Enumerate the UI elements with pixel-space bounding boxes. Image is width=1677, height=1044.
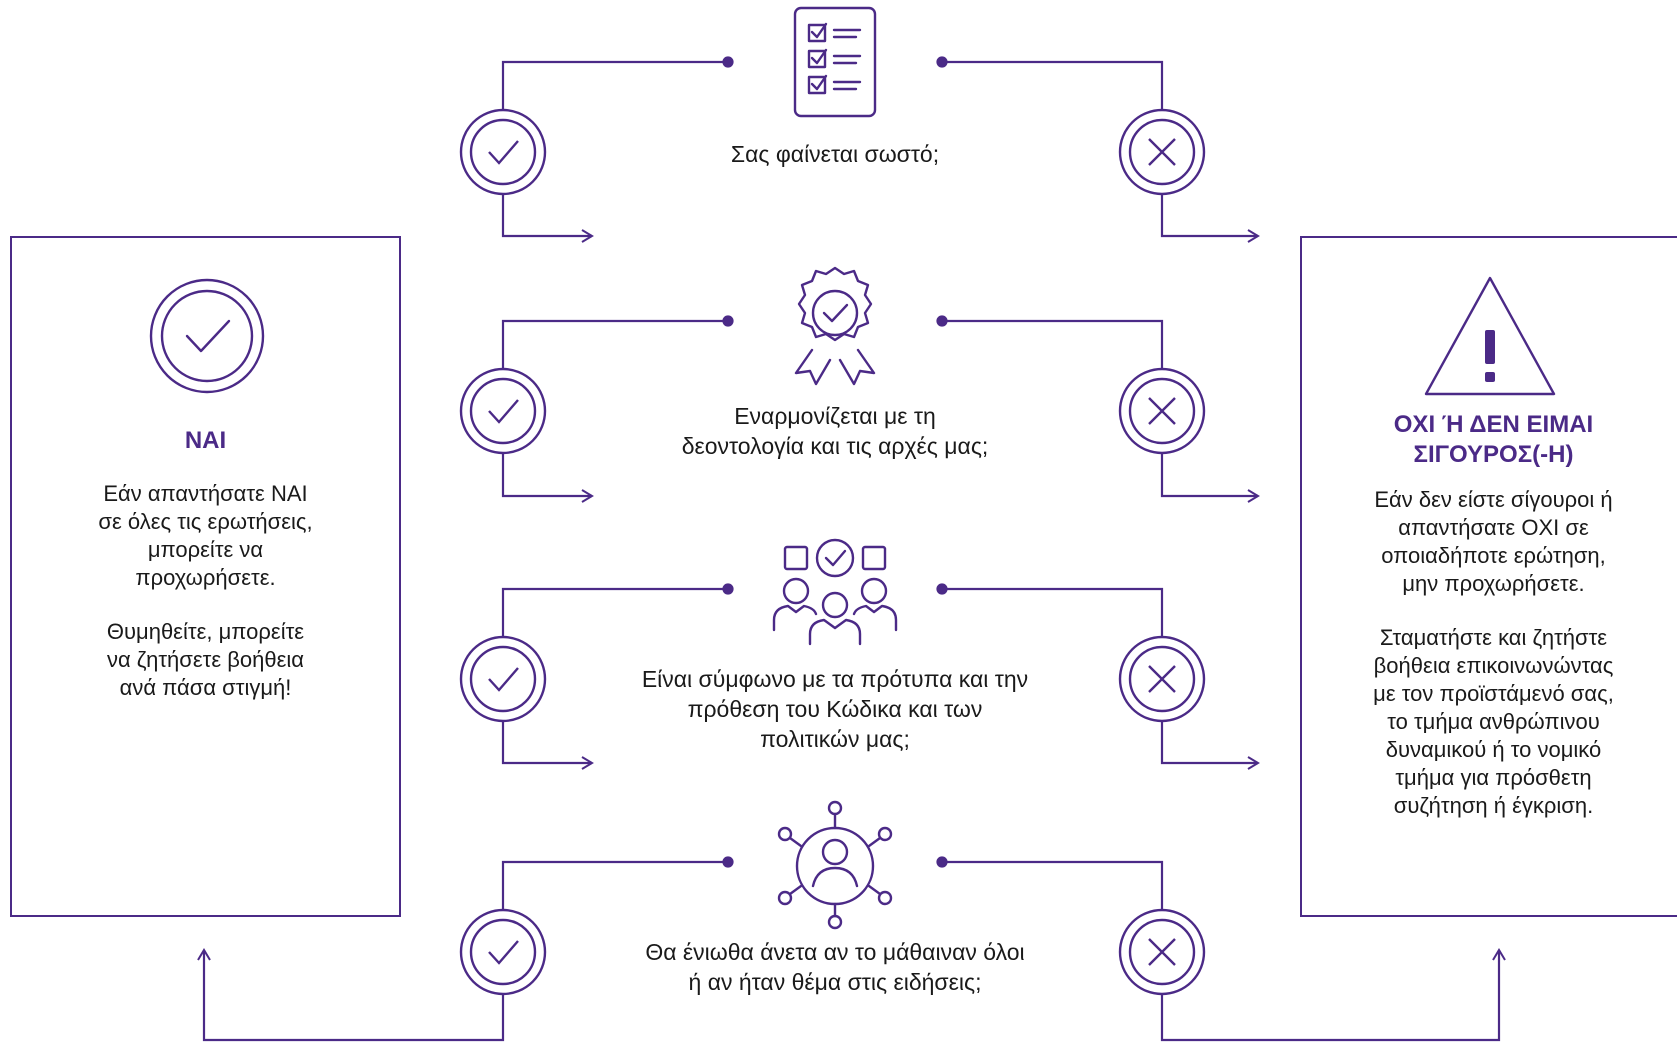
yes-panel-note-line: να ζητήσετε βοήθεια bbox=[106, 647, 305, 672]
no-panel-line: μην προχωρήσετε. bbox=[1402, 571, 1585, 596]
team-approval-icon bbox=[772, 538, 898, 646]
yes-panel: ΝΑΙ Εάν απαντήσατε ΝΑΙ σε όλες τις ερωτή… bbox=[10, 236, 401, 917]
no-x-icon-4 bbox=[1118, 908, 1206, 996]
yes-panel-line: προχωρήσετε. bbox=[135, 565, 276, 590]
yes-check-icon-2 bbox=[459, 367, 547, 455]
no-panel-note-line: δυναμικού ή το νομικό bbox=[1385, 737, 1602, 762]
question-2-line: Εναρμονίζεται με τη bbox=[734, 403, 936, 429]
award-badge-icon bbox=[794, 266, 876, 386]
no-panel: ΟΧΙ Ή ΔΕΝ ΕΙΜΑΙ ΣΙΓΟΥΡΟΣ(-Η) Εάν δεν είσ… bbox=[1300, 236, 1677, 917]
public-network-icon bbox=[777, 800, 893, 930]
yes-check-icon-3 bbox=[459, 635, 547, 723]
no-connector-4 bbox=[942, 860, 1506, 1042]
spacer bbox=[22, 592, 389, 618]
question-3-line: Είναι σύμφωνο με τα πρότυπα και την bbox=[641, 666, 1029, 692]
question-2-line: δεοντολογία και τις αρχές μας; bbox=[681, 433, 989, 459]
question-4: Θα ένιωθα άνετα αν το μάθαιναν όλοι ή αν… bbox=[585, 937, 1085, 997]
yes-connector-4 bbox=[197, 860, 728, 1042]
no-panel-title-line: ΣΙΓΟΥΡΟΣ(-Η) bbox=[1413, 441, 1574, 468]
yes-panel-note-line: Θυμηθείτε, μπορείτε bbox=[106, 619, 305, 644]
no-panel-line: απαντήσατε ΟΧΙ σε bbox=[1398, 515, 1589, 540]
question-3: Είναι σύμφωνο με τα πρότυπα και την πρόθ… bbox=[585, 664, 1085, 754]
question-4-line: ή αν ήταν θέμα στις ειδήσεις; bbox=[688, 969, 982, 995]
no-panel-note-line: συζήτηση ή έγκριση. bbox=[1393, 793, 1594, 818]
yes-panel-line: μπορείτε να bbox=[147, 537, 264, 562]
no-x-icon-1 bbox=[1118, 108, 1206, 196]
no-panel-title-line: ΟΧΙ Ή ΔΕΝ ΕΙΜΑΙ bbox=[1393, 411, 1594, 438]
checklist-icon bbox=[793, 6, 877, 118]
warning-triangle-icon bbox=[1424, 276, 1556, 396]
question-2: Εναρμονίζεται με τη δεοντολογία και τις … bbox=[620, 401, 1050, 461]
no-panel-note-line: βοήθεια επικοινωνώντας bbox=[1373, 653, 1614, 678]
question-3-line: πρόθεση του Κώδικα και των bbox=[687, 696, 983, 722]
yes-panel-title: ΝΑΙ bbox=[184, 427, 227, 454]
no-panel-line: οποιαδήποτε ερώτηση, bbox=[1381, 543, 1606, 568]
no-x-icon-3 bbox=[1118, 635, 1206, 723]
check-circle-icon bbox=[149, 278, 265, 394]
no-panel-title: ΟΧΙ Ή ΔΕΝ ΕΙΜΑΙ ΣΙΓΟΥΡΟΣ(-Η) bbox=[1302, 410, 1677, 470]
spacer bbox=[1312, 598, 1675, 624]
no-panel-note-line: το τμήμα ανθρώπινου bbox=[1387, 709, 1600, 734]
no-panel-note-line: τμήμα για πρόσθετη bbox=[1395, 765, 1592, 790]
yes-panel-note-line: ανά πάσα στιγμή! bbox=[119, 675, 292, 700]
yes-check-icon-4 bbox=[459, 908, 547, 996]
question-1-line: Σας φαίνεται σωστό; bbox=[730, 141, 940, 167]
no-panel-note-line: Σταματήστε και ζητήστε bbox=[1379, 625, 1608, 650]
yes-check-icon-1 bbox=[459, 108, 547, 196]
no-panel-line: Εάν δεν είστε σίγουροι ή bbox=[1374, 487, 1613, 512]
yes-panel-body: Εάν απαντήσατε ΝΑΙ σε όλες τις ερωτήσεις… bbox=[22, 480, 389, 702]
no-x-icon-2 bbox=[1118, 367, 1206, 455]
yes-panel-line: σε όλες τις ερωτήσεις, bbox=[98, 509, 313, 534]
yes-panel-line: Εάν απαντήσατε ΝΑΙ bbox=[103, 481, 308, 506]
question-1: Σας φαίνεται σωστό; bbox=[620, 139, 1050, 169]
question-3-line: πολιτικών μας; bbox=[760, 726, 910, 752]
no-panel-body: Εάν δεν είστε σίγουροι ή απαντήσατε ΟΧΙ … bbox=[1312, 486, 1675, 820]
question-4-line: Θα ένιωθα άνετα αν το μάθαιναν όλοι bbox=[645, 939, 1025, 965]
no-panel-note-line: με τον προϊστάμενό σας, bbox=[1373, 681, 1614, 706]
